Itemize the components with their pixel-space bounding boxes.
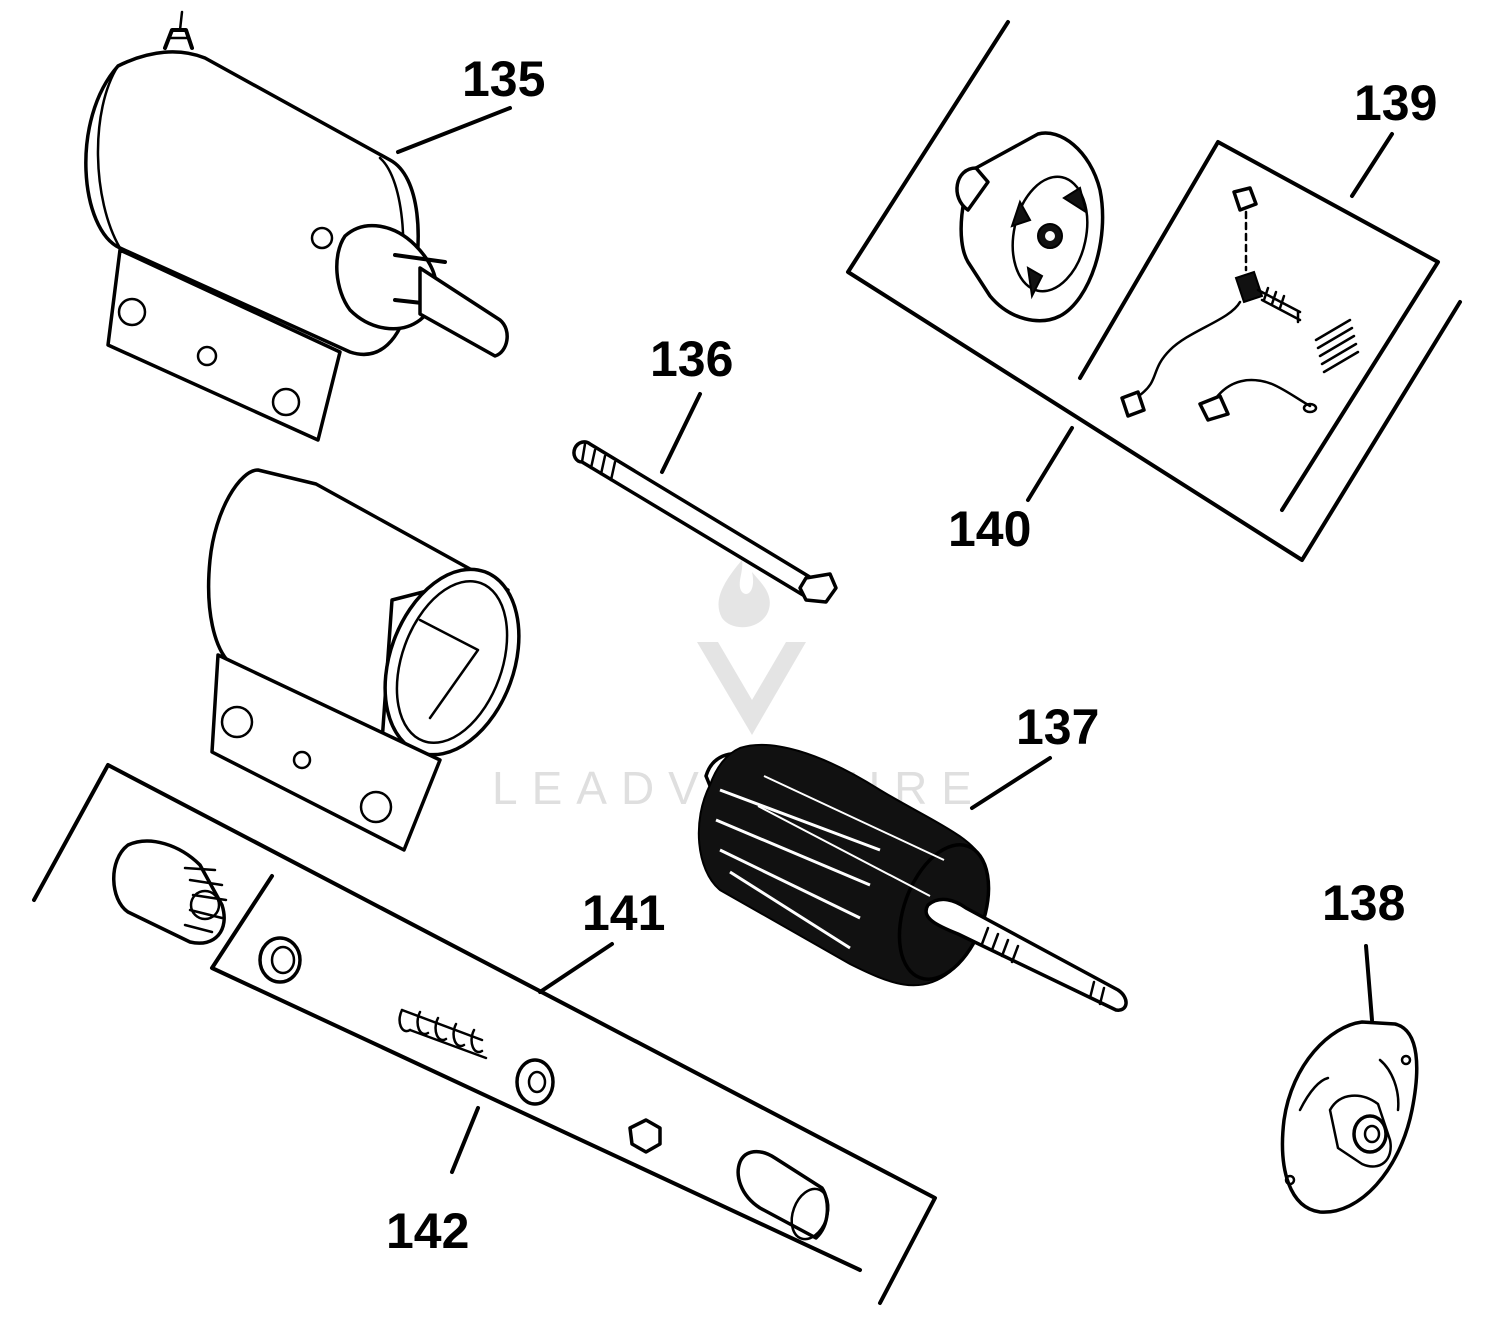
- callout-141[interactable]: 141: [582, 885, 665, 941]
- leader-136: [660, 392, 702, 474]
- through-bolt-drawing[interactable]: [572, 440, 838, 604]
- callout-137[interactable]: 137: [1016, 699, 1099, 755]
- armature-drawing[interactable]: [697, 743, 1128, 1012]
- leader-137: [970, 756, 1052, 810]
- commutator-end-cap-kit-drawing[interactable]: [846, 20, 1462, 562]
- leader-139: [1350, 132, 1394, 198]
- callout-140[interactable]: 140: [948, 501, 1031, 557]
- callout-138[interactable]: 138: [1322, 875, 1405, 931]
- starter-motor-assembly-drawing[interactable]: [84, 10, 509, 442]
- leader-135: [396, 106, 512, 154]
- drive-end-cap-drawing[interactable]: [1280, 1020, 1419, 1214]
- drive-kit-drawing[interactable]: [32, 763, 937, 1305]
- leader-140: [1026, 426, 1074, 502]
- callout-139[interactable]: 139: [1354, 75, 1437, 131]
- callout-142[interactable]: 142: [386, 1203, 469, 1259]
- brush-kit-drawing[interactable]: [1078, 140, 1440, 512]
- callout-136[interactable]: 136: [650, 331, 733, 387]
- callout-135[interactable]: 135: [462, 51, 545, 107]
- frame-housing-drawing[interactable]: [206, 468, 543, 852]
- flame-v-logo: [697, 560, 806, 735]
- leader-141: [538, 942, 614, 994]
- leader-142: [450, 1106, 480, 1174]
- leader-138: [1364, 944, 1374, 1022]
